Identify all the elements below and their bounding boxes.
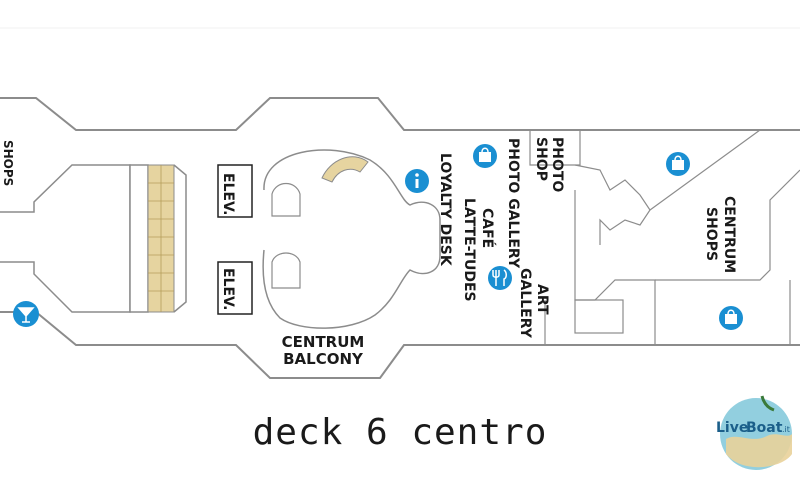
- cocktail-glass-icon: [13, 301, 39, 327]
- elevator-1: [217, 164, 253, 218]
- centrum-balcony-label-2: BALCONY: [283, 350, 364, 368]
- info-icon: [405, 169, 429, 193]
- hull-outline-lower: [0, 311, 800, 379]
- hull-outline: [0, 97, 800, 131]
- loyalty-desk-label: LOYALTY DESK: [437, 153, 453, 267]
- elevator-2: [217, 261, 253, 315]
- elev-1-label: ELEV.: [220, 173, 236, 215]
- centrum-atrium: [262, 149, 441, 329]
- svg-text:.it: .it: [782, 425, 790, 434]
- spiral-stair: [321, 156, 369, 183]
- shopping-bag-icon: [666, 152, 690, 176]
- shopping-bag-icon: [719, 306, 743, 330]
- stairwell: [129, 164, 149, 313]
- lounge-outline: [0, 164, 131, 313]
- photo-shop-area: [529, 130, 581, 166]
- photo-gallery-label: PHOTO GALLERY: [505, 138, 521, 269]
- photo-shop-label-2: SHOP: [533, 137, 549, 181]
- latte-tudes-label: LATTE-TUDES: [461, 198, 477, 302]
- elev-2-label: ELEV.: [220, 268, 236, 310]
- deck-caption: deck 6 centro: [252, 412, 548, 453]
- art-gallery-label-2: GALLERY: [517, 268, 533, 339]
- shopping-bag-icon: [473, 144, 497, 168]
- cafe-label: CAFÉ: [479, 208, 496, 248]
- liveboat-watermark: Live Boat .it: [716, 395, 792, 470]
- centrum-shops-label-1: CENTRUM: [721, 196, 737, 273]
- shops-area: [574, 164, 651, 245]
- svg-text:Boat: Boat: [746, 420, 783, 436]
- photo-shop-label-1: PHOTO: [549, 137, 565, 192]
- fork-knife-icon: [488, 266, 512, 290]
- shops-left-label: SHOPS: [1, 140, 15, 186]
- centrum-balcony-label-1: CENTRUM: [282, 333, 365, 351]
- art-gallery-label-1: ART: [534, 284, 550, 315]
- centrum-shops-label-2: SHOPS: [703, 207, 719, 261]
- svg-text:Live: Live: [716, 420, 748, 436]
